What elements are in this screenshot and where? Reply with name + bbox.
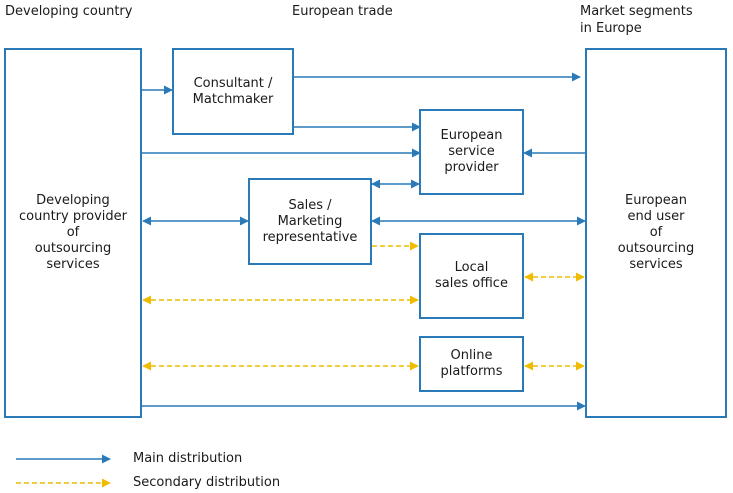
box-european-service-provider: European service provider xyxy=(419,109,524,195)
header-european-trade: European trade xyxy=(292,4,393,19)
box-consultant-matchmaker: Consultant / Matchmaker xyxy=(172,48,294,135)
legend-main-label: Main distribution xyxy=(133,451,243,466)
box-sales-marketing-representative: Sales / Marketing representative xyxy=(248,178,372,265)
box-european-service-provider-label: European service provider xyxy=(440,128,503,175)
box-consultant-matchmaker-label: Consultant / Matchmaker xyxy=(192,75,274,107)
legend-secondary-label: Secondary distribution xyxy=(133,475,281,490)
box-local-sales-office-label: Local sales office xyxy=(435,260,508,291)
box-european-end-user-label: European end user of outsourcing service… xyxy=(617,193,695,272)
box-sales-marketing-representative-label: Sales / Marketing representative xyxy=(262,197,358,245)
box-local-sales-office: Local sales office xyxy=(419,233,524,319)
header-market-segments: Market segments in Europe xyxy=(580,4,693,36)
box-european-end-user: European end user of outsourcing service… xyxy=(585,48,727,418)
box-developing-country-provider-label: Developing country provider of outsourci… xyxy=(18,193,127,272)
box-online-platforms-label: Online platforms xyxy=(440,348,503,379)
box-developing-country-provider: Developing country provider of outsourci… xyxy=(4,48,142,418)
box-online-platforms: Online platforms xyxy=(419,336,524,392)
header-developing-country: Developing country xyxy=(5,4,133,19)
